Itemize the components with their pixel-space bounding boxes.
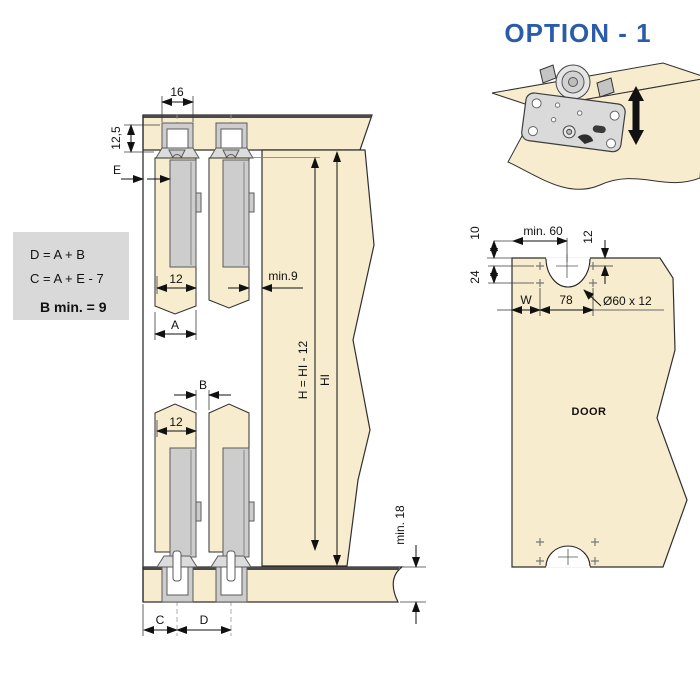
dim-12-detail-label: 12 [581, 230, 595, 244]
dimension-A: A [154, 310, 197, 340]
dim-C-label: C [156, 613, 165, 627]
guide-profile [169, 447, 197, 558]
formula-box: D = A + B C = A + E - 7 B min. = 9 [13, 232, 129, 320]
floor-channel-1 [156, 550, 198, 603]
cross-section-view: 16 12,5 E 12 min.9 [109, 85, 426, 636]
height-adjust-arrow-icon [628, 86, 644, 145]
mounting-clip-right [596, 77, 615, 98]
cutout-size-callout: Ø60 x 12 [583, 289, 664, 311]
floor-channel-2 [210, 550, 252, 603]
side-panel [261, 149, 375, 567]
dimension-12-5: 12,5 [109, 124, 160, 153]
screw-marks-bottom [536, 538, 599, 565]
guide-foot [172, 550, 182, 582]
dim-16-label: 16 [170, 85, 184, 99]
dim-12-5-label: 12,5 [109, 126, 123, 150]
dim-12-top-label: 12 [169, 272, 183, 286]
dim-E-label: E [113, 163, 121, 177]
hanging-profile [222, 159, 250, 268]
dimension-12-detail: 12 [581, 230, 613, 284]
formula-box-background [13, 232, 129, 320]
dim-W-label: W [520, 293, 532, 307]
dimension-12-bottom: 12 [156, 415, 197, 437]
cutout-size-label: Ø60 x 12 [603, 294, 652, 308]
adjustment-slot [592, 125, 606, 134]
isometric-roller-illustration [491, 62, 700, 190]
dimension-min18: min. 18 [393, 505, 426, 624]
dimension-D: D [176, 613, 232, 634]
bottom-panel [142, 566, 404, 603]
dimension-16: 16 [161, 85, 194, 122]
dim-min18-label: min. 18 [393, 505, 407, 545]
dim-min60-label: min. 60 [523, 224, 563, 238]
door-drilling-detail: DOOR min. 60 10 24 12 [468, 224, 688, 568]
top-roller-cutout [545, 257, 591, 288]
upper-door-1 [154, 157, 202, 315]
guide-profile [222, 447, 250, 558]
dimension-HI: HI [318, 151, 341, 566]
lower-door-1 [154, 403, 202, 558]
dim-HI-label: HI [318, 374, 332, 386]
dim-10-label: 10 [468, 226, 482, 240]
roller-wheel [555, 64, 591, 100]
dim-12-bottom-label: 12 [169, 415, 183, 429]
screw-marks-top [536, 262, 597, 287]
top-rail-2 [209, 122, 254, 164]
lower-door-2 [208, 403, 255, 558]
profile-latch [248, 501, 255, 522]
top-rail-1 [155, 122, 200, 164]
dimension-H: H = HI - 12 [296, 157, 319, 551]
formula-line-2: C = A + E - 7 [30, 271, 104, 286]
adjustment-lever [577, 134, 594, 144]
dim-H-label: H = HI - 12 [296, 341, 310, 400]
profile-latch [195, 192, 202, 213]
dim-78-label: 78 [559, 293, 573, 307]
dim-24-label: 24 [468, 270, 482, 284]
mounting-clip-left [539, 64, 557, 84]
mounting-plate [521, 92, 626, 153]
guide-foot [226, 550, 236, 582]
dimension-78: 78 [539, 293, 594, 314]
option-title: OPTION - 1 [504, 18, 651, 48]
dimension-24: 24 [468, 265, 534, 284]
dim-min9-label: min.9 [268, 269, 298, 283]
dim-D-label: D [200, 613, 209, 627]
formula-line-3: B min. = 9 [40, 299, 107, 315]
door-label: DOOR [572, 406, 607, 418]
profile-latch [195, 501, 202, 522]
profile-latch [248, 192, 255, 213]
dimension-C: C [142, 604, 178, 636]
bottom-cutout-center-cross [558, 549, 578, 565]
dimension-min60: min. 60 [494, 224, 568, 262]
dimension-10: 10 [468, 226, 512, 259]
dimension-min9: min.9 [228, 269, 303, 292]
dim-A-label: A [171, 318, 179, 332]
upper-door-2 [208, 157, 255, 309]
formula-line-1: D = A + B [30, 247, 85, 262]
dimension-E: E [113, 163, 171, 183]
hanging-profile [169, 159, 197, 268]
dimension-12-top: 12 [156, 270, 197, 294]
dimension-B: B [174, 378, 231, 410]
dim-B-label: B [199, 378, 207, 392]
